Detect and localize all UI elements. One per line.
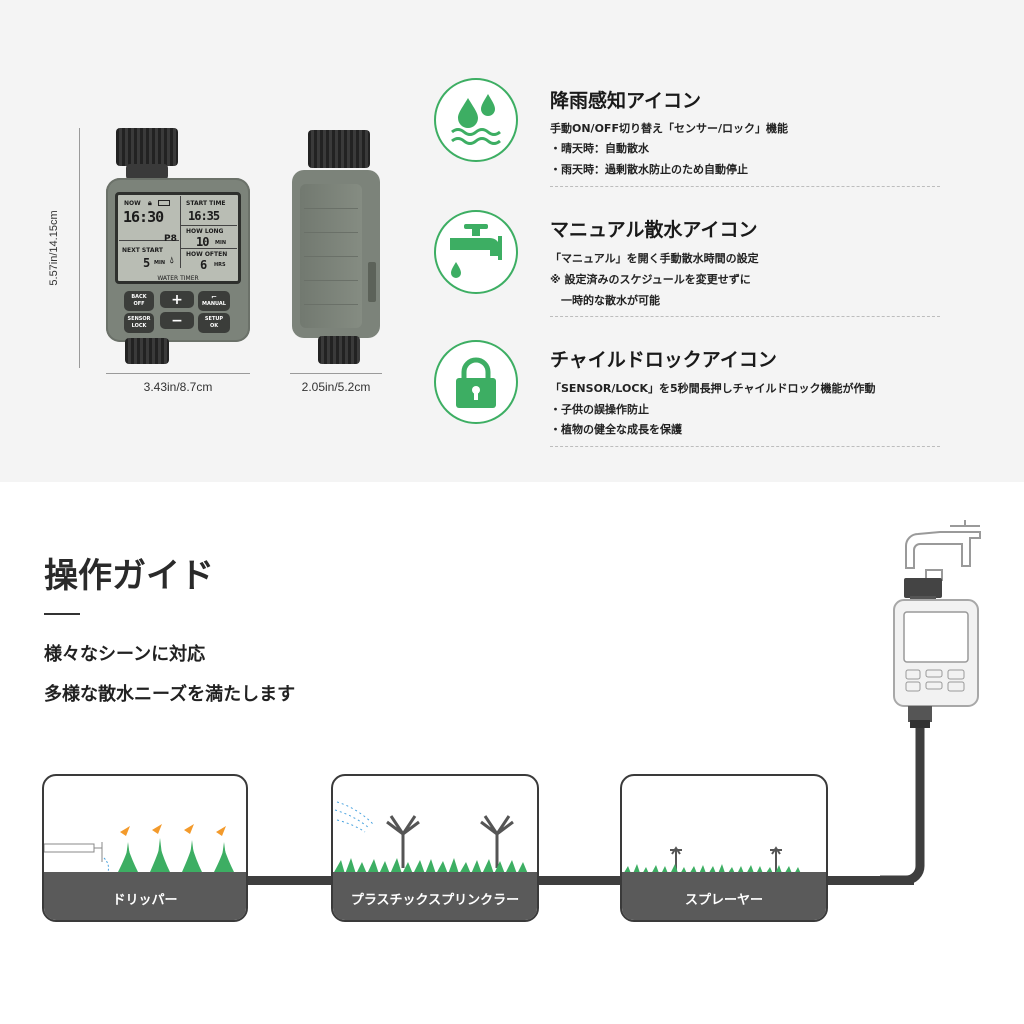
lock-icon: 🔒︎: [148, 199, 152, 207]
scene-label: スプレーヤー: [684, 893, 763, 908]
feature-text: ・植物の健全な成長を保護: [550, 423, 682, 436]
lcd-how-often: 6: [200, 258, 207, 272]
feature-title-rain: 降雨感知アイコン: [550, 90, 702, 112]
guide-subtitle-2: 多様な散水ニーズを満たします: [44, 684, 296, 705]
scene-card-plastic-sprinkler: プラスチックスプリンクラー: [331, 774, 539, 922]
connector-neck: [126, 164, 168, 180]
manual-button[interactable]: ⌐MANUAL: [198, 291, 230, 311]
lcd-how-long: 10: [196, 235, 209, 249]
scene-label: ドリッパー: [112, 893, 178, 908]
feature-text: 「マニュアル」を開く手動散水時間の設定: [550, 252, 759, 265]
sprinkler-illustration: [333, 801, 528, 886]
water-timer-label: WATER TIMER: [157, 275, 199, 282]
feature-text: 手動ON/OFF切り替え「センサー/ロック」機能: [550, 122, 788, 135]
water-hose: [246, 876, 914, 885]
feature-title-child-lock: チャイルドロックアイコン: [550, 349, 777, 371]
lcd-now-label: NOW: [124, 200, 141, 207]
lcd-start-time-label: START TIME: [186, 200, 226, 207]
title-underline: [44, 613, 80, 615]
front-width-label: 3.43in/8.7cm: [143, 380, 213, 394]
lcd-next-start-unit: MIN: [154, 260, 166, 266]
lcd-program: P8: [164, 234, 177, 244]
guide-subtitle-1: 様々なシーンに対応: [44, 644, 206, 665]
faucet-timer-illustration: [880, 520, 981, 885]
faucet-mini-icon: ⌐: [211, 293, 217, 301]
feature-text: ※ 設定済みのスケジュールを変更せずに: [550, 273, 751, 286]
faucet-connector-cap: [116, 128, 178, 166]
droplet-icon: 💧︎: [170, 256, 174, 266]
lcd-how-long-unit: MIN: [215, 240, 227, 246]
faucet-icon: [434, 210, 518, 294]
feature-text: 一時的な散水が可能: [550, 294, 660, 307]
side-width-line: [290, 373, 382, 374]
divider: [550, 316, 940, 317]
scene-card-dripper: ドリッパー: [42, 774, 248, 922]
height-dimension-label: 5.57in/14.15cm: [48, 210, 60, 286]
hose-outlet-thread: [125, 338, 169, 364]
padlock-icon: [434, 340, 518, 424]
scene-label: プラスチックスプリンクラー: [350, 893, 520, 908]
front-width-line: [106, 373, 250, 374]
sprayer-illustration: [622, 846, 802, 886]
lcd-how-often-unit: HRS: [214, 262, 226, 268]
feature-text: ・晴天時：自動散水: [550, 142, 649, 155]
lcd-how-long-label: HOW LONG: [186, 228, 224, 235]
lcd-now-time: 16:30: [123, 208, 164, 226]
lcd-how-often-label: HOW OFTEN: [186, 251, 228, 258]
lcd-next-start-label: NEXT START: [122, 247, 163, 254]
guide-title: 操作ガイド: [44, 556, 214, 596]
height-dimension-line: [79, 128, 80, 368]
lcd-start-time: 16:35: [188, 209, 220, 223]
divider: [550, 446, 940, 447]
divider: [550, 186, 940, 187]
scene-card-sprayer: スプレーヤー: [620, 774, 828, 922]
feature-title-manual: マニュアル散水アイコン: [550, 219, 758, 241]
lcd-screen: [115, 192, 241, 284]
plus-button[interactable]: +: [160, 291, 194, 308]
feature-text: ・雨天時：過剰散水防止のため自動停止: [550, 163, 748, 176]
side-connector-cap: [308, 130, 370, 168]
side-width-label: 2.05in/5.2cm: [301, 380, 371, 394]
minus-button[interactable]: −: [160, 312, 194, 329]
feature-text: ・子供の誤操作防止: [550, 403, 649, 416]
feature-text: 「SENSOR/LOCK」を5秒間長押しチャイルドロック機能が作動: [550, 382, 876, 395]
lcd-next-start: 5: [143, 256, 150, 270]
side-hose-outlet: [318, 336, 360, 364]
rain-drops-icon: [434, 78, 518, 162]
battery-icon: [158, 200, 170, 206]
dripper-illustration: [44, 824, 234, 873]
